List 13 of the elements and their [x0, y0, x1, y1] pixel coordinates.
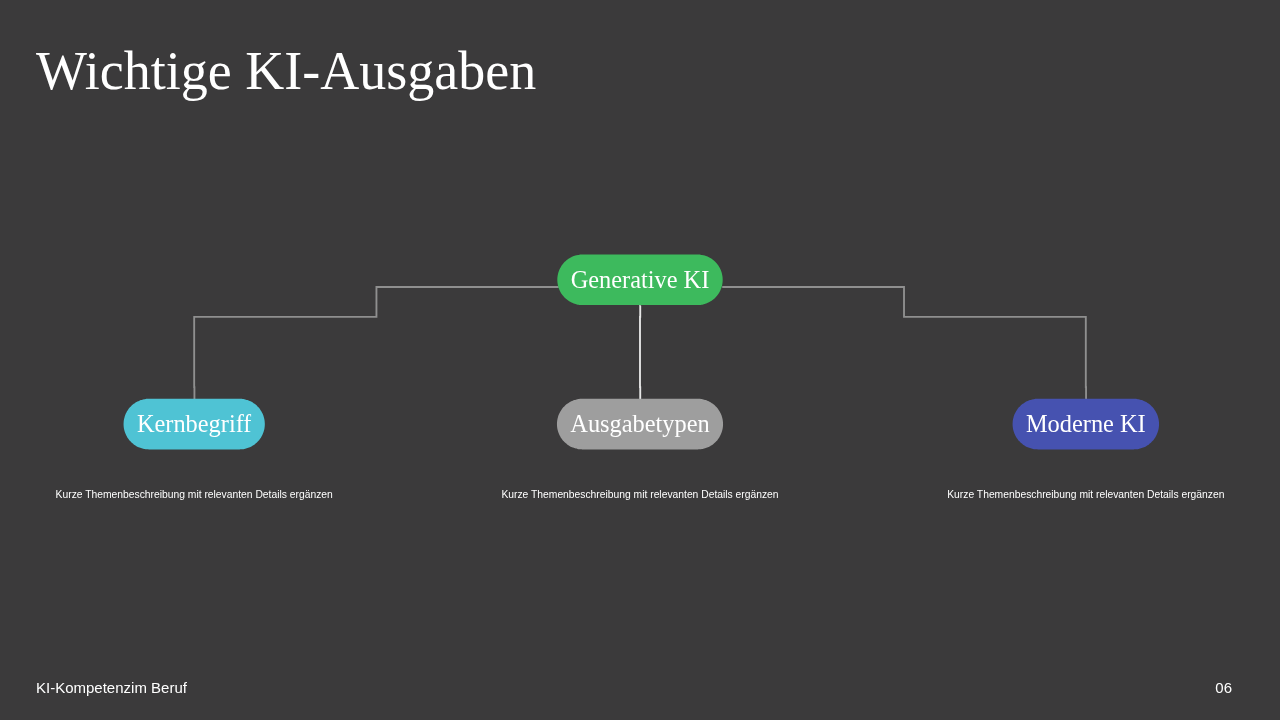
- node-label: Kurze Themenbeschreibung mit relevanten Details ergänzen: [55, 488, 333, 500]
- node-label: Kurze Themenbeschreibung mit relevanten Details ergänzen: [501, 488, 779, 500]
- page-number: 06: [1215, 679, 1232, 696]
- connector: [639, 304, 642, 400]
- node-label: Kurze Themenbeschreibung mit relevanten Details ergänzen: [947, 488, 1225, 500]
- node-box: Generative KI: [557, 254, 723, 305]
- node-box: Moderne KI: [1012, 398, 1160, 449]
- connector: [193, 285, 560, 400]
- footer-text: KI-Kompetenzim Beruf: [36, 679, 187, 696]
- slide-title: Wichtige KI-Ausgaben: [36, 40, 537, 102]
- node-box: Kernbegriff: [123, 398, 265, 449]
- node-box: Ausgabetypen: [556, 398, 724, 449]
- connector: [721, 285, 1088, 400]
